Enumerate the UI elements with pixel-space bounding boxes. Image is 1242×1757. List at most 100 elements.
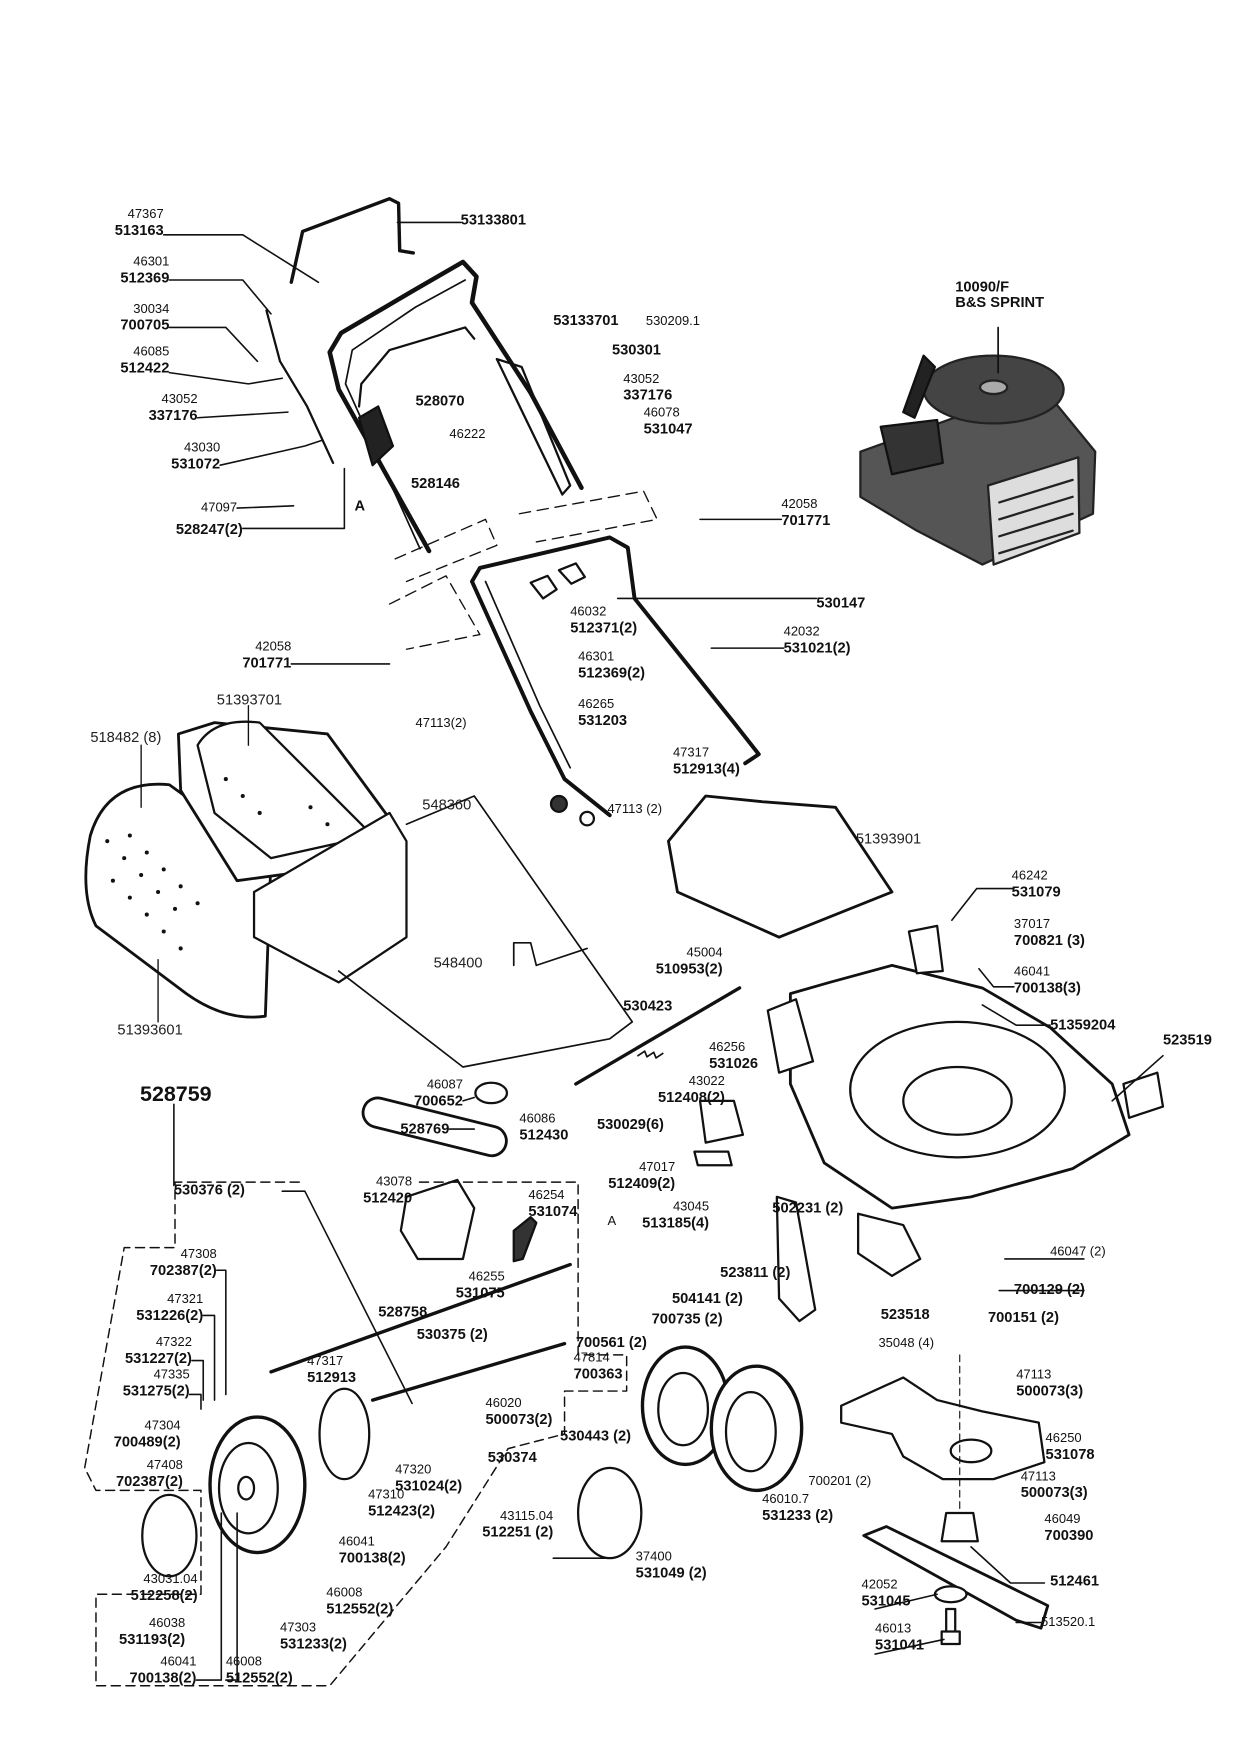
part-number: 337176 (623, 386, 673, 404)
reference-code: 46087 (426, 1078, 463, 1092)
part-number: 700390 (1044, 1526, 1094, 1544)
reference-code: 47317 (307, 1354, 344, 1369)
part-number: 702387(2) (149, 1261, 217, 1279)
part-label: 700201 (2) (808, 1475, 871, 1490)
reference-code: 45004 (686, 946, 723, 960)
part-number: 700705 (120, 316, 170, 334)
part-label: 523519 (1163, 1032, 1212, 1047)
part-label: 528759 (140, 1083, 212, 1107)
part-number: A (607, 1214, 617, 1229)
wheel-left-front (208, 1415, 307, 1555)
part-number: 51393901 (855, 829, 922, 847)
reference-code: 46265 (578, 697, 615, 712)
reference-code: 47303 (280, 1621, 317, 1635)
part-number: 531021(2) (783, 639, 851, 657)
engine-10090F (859, 326, 1097, 566)
part-number: 530301 (611, 340, 661, 358)
height-bracket-523811 (775, 1195, 817, 1323)
part-number: 47113 (2) (607, 802, 663, 817)
part-number: 528758 (378, 1302, 428, 1320)
part-number: 512409(2) (608, 1174, 676, 1192)
reference-code: 37017 (1013, 917, 1051, 932)
part-label: 518482 (8) (90, 729, 161, 744)
part-number: 513163 (114, 221, 164, 239)
reference-code: 46038 (149, 1616, 186, 1631)
hubcap-512258 (141, 1493, 198, 1578)
reference-code: 46078 (643, 406, 680, 421)
part-number: 47097 (200, 501, 238, 515)
part-number: 700201 (2) (808, 1474, 872, 1489)
part-number: 531049 (2) (635, 1563, 707, 1581)
assembly-dashline (394, 518, 498, 583)
part-number: 530376 (2) (173, 1181, 245, 1198)
part-label: 700129 (2) (1014, 1282, 1085, 1297)
part-number: 53133701 (553, 311, 619, 329)
reference-code: 46013 (875, 1622, 912, 1637)
reference-code: 47308 (180, 1247, 217, 1262)
reference-code: 42058 (255, 640, 292, 654)
part-label: 528070 (416, 393, 465, 408)
part-number: 531047 (643, 420, 693, 437)
part-number: 512552(2) (225, 1668, 293, 1686)
reference-code: 43030 (184, 441, 221, 456)
part-label: 530374 (488, 1450, 537, 1465)
height-plate-523518 (856, 1212, 922, 1278)
reference-code: 46010.7 (762, 1492, 810, 1507)
part-number: 531074 (528, 1202, 578, 1220)
part-label: 530376 (2) (174, 1182, 245, 1197)
reference-code: 47310 (368, 1488, 405, 1502)
reference-code: 46301 (133, 255, 170, 269)
part-number: 512371(2) (570, 618, 638, 636)
part-number: 47113(2) (415, 716, 467, 731)
lower-handle-530147 (469, 535, 761, 818)
upper-handle-53133701 (327, 259, 584, 554)
assembly-dashline (518, 490, 658, 543)
reference-code: 46255 (468, 1270, 505, 1284)
part-number: 530443 (2) (560, 1427, 632, 1445)
part-number: 530375 (2) (416, 1325, 488, 1343)
reference-code: 46041 (1013, 965, 1051, 979)
part-number: 700151 (2) (987, 1308, 1059, 1326)
part-number: 512369(2) (578, 663, 646, 681)
part-number: 512430 (519, 1125, 569, 1143)
part-label: 504141 (2) (672, 1291, 743, 1306)
reference-code: 43031.04 (143, 1572, 198, 1587)
bag-handle-wire (512, 941, 588, 967)
part-label: 51393901 (856, 831, 921, 846)
part-number: 700489(2) (113, 1432, 181, 1450)
part-number: 51393701 (216, 691, 283, 708)
part-number: 46222 (449, 427, 486, 442)
part-number: 531227(2) (125, 1349, 192, 1367)
part-label: 530209.1 (646, 315, 700, 330)
axle-rear (370, 1341, 567, 1402)
part-number: 513520.1 (1041, 1615, 1096, 1630)
spring-530423 (637, 1050, 664, 1059)
part-number: 53133801 (460, 211, 526, 229)
belt-528769 (361, 1096, 508, 1158)
reference-code: 46250 (1045, 1431, 1082, 1446)
reference-code: 46254 (528, 1188, 565, 1203)
lower-handle-inner (484, 580, 572, 769)
reference-code: 43052 (623, 372, 660, 387)
reference-code: 46256 (709, 1041, 746, 1055)
hubcap-512251 (576, 1466, 643, 1560)
